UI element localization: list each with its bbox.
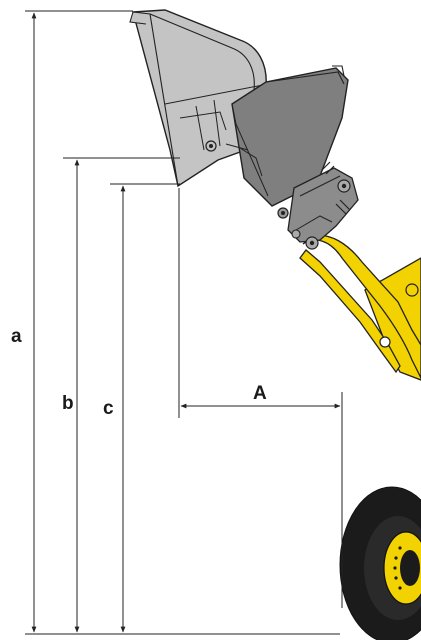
dimension-b-label: b <box>62 393 74 414</box>
lift-arm <box>299 234 421 381</box>
bucket-raised <box>129 9 269 188</box>
dimension-c-label: c <box>103 398 114 419</box>
dimension-A-label: A <box>253 383 267 404</box>
bucket-dumped <box>225 65 349 219</box>
dimension-a-label: a <box>11 326 22 347</box>
tilt-linkage <box>287 161 359 250</box>
dimension-lines <box>25 10 343 635</box>
front-tire <box>339 486 421 640</box>
